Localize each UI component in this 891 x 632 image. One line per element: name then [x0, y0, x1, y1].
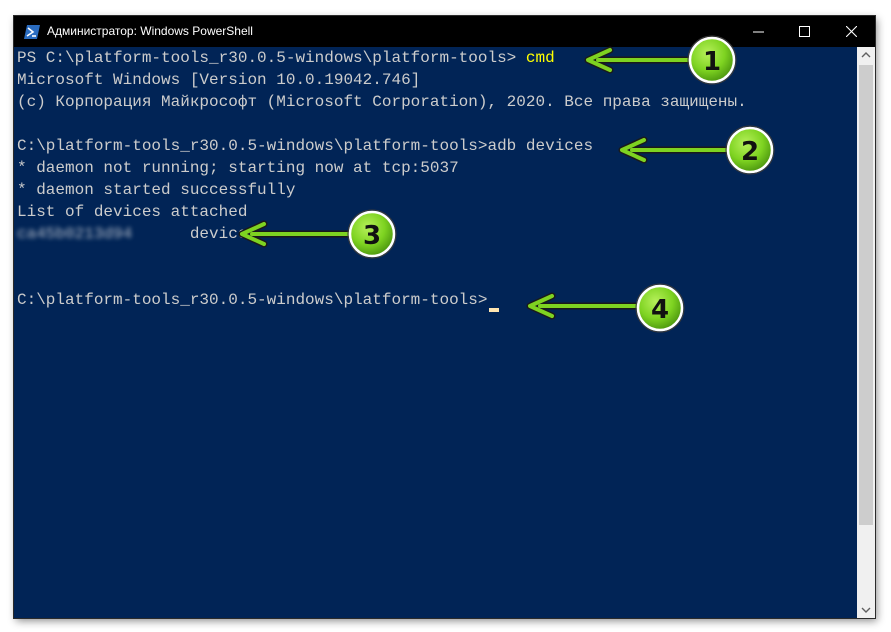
console-line-12: C:\platform-tools_r30.0.5-windows\platfo… — [17, 289, 500, 312]
device-state: device — [189, 225, 248, 243]
title-bar[interactable]: Администратор: Windows PowerShell — [14, 16, 875, 47]
window-title: Администратор: Windows PowerShell — [47, 24, 253, 38]
console-output[interactable]: PS C:\platform-tools_r30.0.5-windows\pla… — [14, 47, 857, 618]
close-button[interactable] — [829, 16, 875, 47]
scroll-thumb[interactable] — [859, 65, 873, 525]
minimize-icon — [753, 31, 764, 33]
device-serial: ca45b0213d94 — [17, 225, 133, 243]
console-line-1: PS C:\platform-tools_r30.0.5-windows\pla… — [17, 47, 555, 69]
maximize-icon — [799, 26, 810, 37]
minimize-button[interactable] — [736, 16, 782, 47]
console-line-3: (c) Корпорация Майкрософт (Microsoft Cor… — [17, 93, 747, 111]
vertical-scrollbar[interactable] — [857, 47, 875, 618]
console-line-2: Microsoft Windows [Version 10.0.19042.74… — [17, 71, 421, 89]
console-line-8: List of devices attached — [17, 203, 248, 221]
console-line-6: * daemon not running; starting now at tc… — [17, 159, 459, 177]
powershell-icon — [24, 24, 40, 39]
console-line-5: C:\platform-tools_r30.0.5-windows\platfo… — [17, 137, 594, 155]
prompt-text: PS C:\platform-tools_r30.0.5-windows\pla… — [17, 49, 526, 67]
console-line-7: * daemon started successfully — [17, 181, 296, 199]
prompt-text: C:\platform-tools_r30.0.5-windows\platfo… — [17, 291, 488, 309]
scroll-up-button[interactable] — [857, 47, 875, 64]
scroll-down-button[interactable] — [857, 601, 875, 618]
console-line-9: ca45b0213d94 device — [17, 223, 247, 245]
close-icon — [846, 26, 857, 37]
chevron-up-icon — [861, 52, 871, 58]
chevron-down-icon — [861, 607, 871, 613]
typed-command: cmd — [525, 49, 555, 67]
text-cursor — [489, 308, 500, 312]
powershell-window: Администратор: Windows PowerShell PS C:\… — [14, 16, 875, 618]
maximize-button[interactable] — [782, 16, 828, 47]
